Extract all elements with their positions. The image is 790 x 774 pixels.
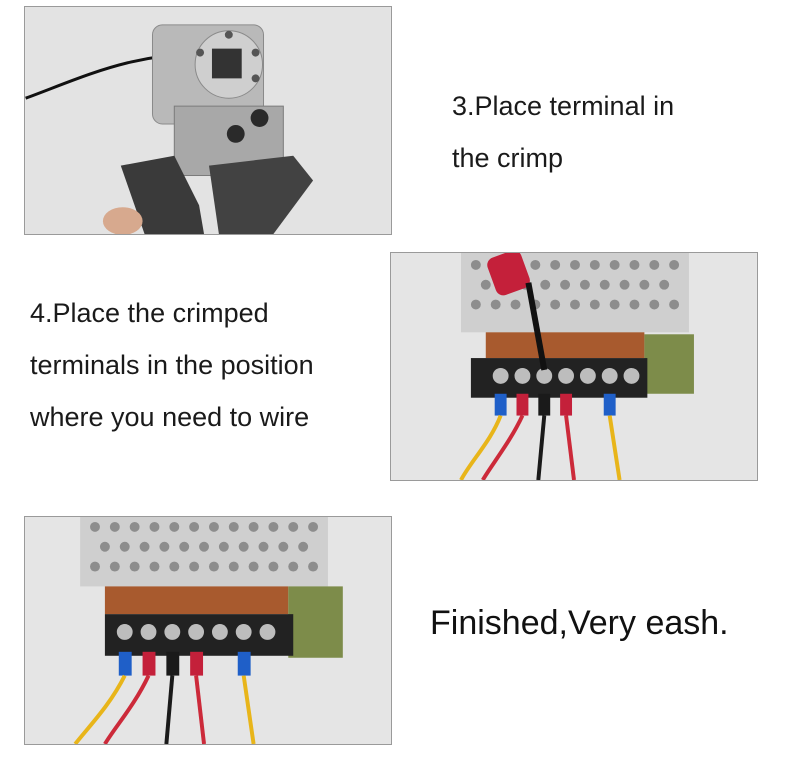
step-4-line-3: where you need to wire — [30, 402, 310, 432]
power-supply-wired-image — [25, 517, 391, 744]
power-supply-wired-photo — [24, 516, 392, 745]
finished-text: Finished,Very eash. — [430, 604, 729, 642]
power-supply-screwdriver-image — [391, 253, 757, 480]
step-3-line-2: the crimp — [452, 143, 564, 173]
step-3-line-1: 3.Place terminal in — [452, 91, 675, 121]
crimping-tool-photo — [24, 6, 392, 235]
step-4-line-2: terminals in the position — [30, 350, 314, 380]
crimping-tool-image — [25, 7, 391, 234]
step-4-text: 4.Place the crimped terminals in the pos… — [30, 287, 314, 443]
power-supply-screwdriver-photo — [390, 252, 758, 481]
step-4-line-1: 4.Place the crimped — [30, 298, 269, 328]
step-3-text: 3.Place terminal in the crimp — [452, 80, 674, 184]
